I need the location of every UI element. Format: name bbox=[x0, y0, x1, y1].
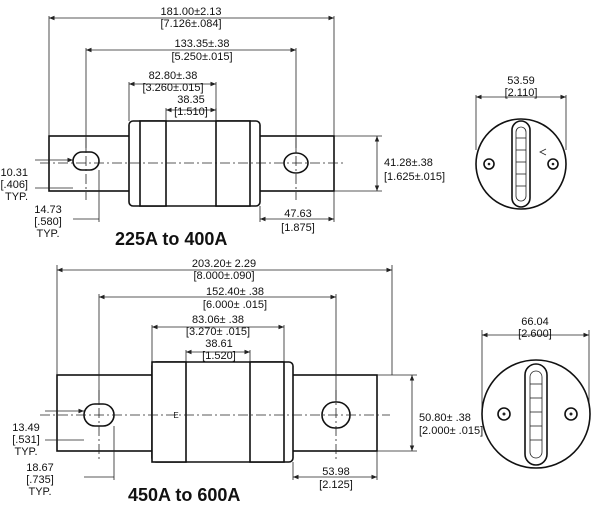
lower-slot-length-typ: TYP. bbox=[28, 486, 51, 498]
lower-slot-length: 18.67 bbox=[26, 462, 54, 474]
upper-extension-lines bbox=[48, 16, 382, 222]
upper-dimension-text: 181.00±2.13 [7.126±.084] 133.35±.38 [5.2… bbox=[0, 6, 445, 249]
lower-slot-width-in: [.531] bbox=[12, 434, 40, 446]
lower-center-length-in: [1.520] bbox=[202, 350, 236, 362]
upper-hole-spacing: 133.35±.38 bbox=[175, 38, 230, 50]
lower-ferrule-right bbox=[249, 361, 285, 463]
svg-text:E: E bbox=[173, 411, 178, 420]
lower-blade-length: 53.98 bbox=[322, 466, 350, 478]
upper-overall-length-in: [7.126±.084] bbox=[160, 18, 221, 30]
lower-hole-spacing-in: [6.000± .015] bbox=[203, 299, 267, 311]
upper-slot-length-typ: TYP. bbox=[36, 228, 59, 240]
upper-diameter-in: [1.625±.015] bbox=[384, 171, 445, 183]
upper-end-diameter-in: [2.110] bbox=[505, 87, 538, 99]
lower-slot-length-in: [.735] bbox=[26, 474, 54, 486]
lower-center-length: 38.61 bbox=[205, 338, 233, 350]
upper-hole-spacing-in: [5.250±.015] bbox=[171, 51, 232, 63]
upper-body-length-in: [3.260±.015] bbox=[142, 82, 203, 94]
upper-end-arrow-mark bbox=[539, 148, 547, 156]
lower-overall-length: 203.20± 2.29 bbox=[192, 258, 256, 270]
lower-rating-caption: 450A to 600A bbox=[128, 485, 240, 505]
upper-slot-width-in: [.406] bbox=[0, 179, 28, 191]
upper-slot-length: 14.73 bbox=[34, 204, 62, 216]
upper-blade-length-in: [1.875] bbox=[281, 222, 315, 234]
lower-end-view: 66.04 [2.600] bbox=[481, 316, 591, 469]
lower-overall-length-in: [8.000±.090] bbox=[193, 270, 254, 282]
upper-dimension-lines bbox=[35, 15, 380, 222]
lower-diameter-in: [2.000± .015] bbox=[419, 425, 483, 437]
lower-ferrule-left bbox=[151, 361, 187, 463]
lower-hole-spacing: 152.40± .38 bbox=[206, 286, 264, 298]
upper-blade-length: 47.63 bbox=[284, 208, 312, 220]
lower-slot-width: 13.49 bbox=[12, 422, 40, 434]
upper-slot-width-typ: TYP. bbox=[5, 191, 28, 203]
upper-end-blade bbox=[511, 120, 531, 208]
lower-end-diameter-in: [2.600] bbox=[518, 328, 552, 340]
upper-slot-length-in: [.580] bbox=[34, 216, 62, 228]
upper-fuse-side-view bbox=[40, 120, 345, 207]
upper-rating-caption: 225A to 400A bbox=[115, 229, 227, 249]
upper-diameter: 41.28±.38 bbox=[384, 157, 433, 169]
lower-end-diameter: 66.04 bbox=[521, 316, 549, 328]
lower-slot-width-typ: TYP. bbox=[14, 446, 37, 458]
lower-dimension-lines bbox=[45, 267, 415, 480]
upper-ferrule-right bbox=[215, 120, 251, 207]
upper-end-view: 53.59 [2.110] bbox=[475, 75, 567, 210]
upper-center-length-in: [1.510] bbox=[174, 106, 208, 118]
lower-diameter: 50.80± .38 bbox=[419, 412, 471, 424]
upper-slot-width: 10.31 bbox=[0, 167, 28, 179]
upper-body-length: 82.80±.38 bbox=[149, 70, 198, 82]
lower-extension-lines bbox=[56, 265, 417, 480]
lower-dimension-text: 203.20± 2.29 [8.000±.090] 152.40± .38 [6… bbox=[12, 258, 483, 505]
upper-end-diameter: 53.59 bbox=[507, 75, 535, 87]
lower-body-length-in: [3.270± .015] bbox=[186, 326, 250, 338]
lower-end-blade bbox=[524, 363, 548, 466]
upper-overall-length: 181.00±2.13 bbox=[160, 6, 221, 18]
lower-body-length: 83.06± .38 bbox=[192, 314, 244, 326]
lower-blade-length-in: [2.125] bbox=[319, 479, 353, 491]
upper-center-length: 38.35 bbox=[177, 94, 205, 106]
lower-fuse-side-view: E bbox=[40, 361, 390, 463]
upper-ferrule-left bbox=[139, 120, 167, 207]
